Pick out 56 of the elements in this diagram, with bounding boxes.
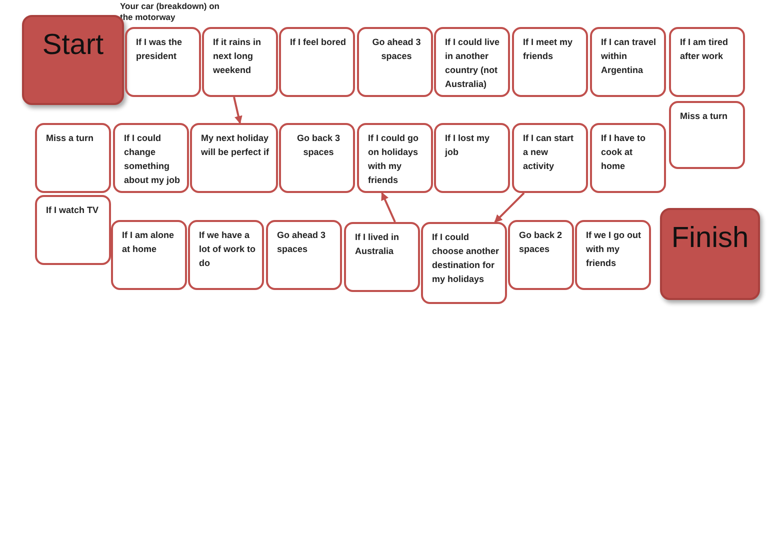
game-square: [357, 27, 433, 97]
square-label: If I could go on holidays with my friends: [368, 132, 420, 187]
square-label: If I have to cook at home: [601, 132, 647, 173]
square-label: If I am tired after work: [680, 36, 730, 63]
arrow: [381, 192, 396, 222]
game-square: [125, 27, 201, 97]
square-label: If I could change something about my job: [124, 132, 181, 187]
square-label: If I watch TV: [46, 204, 99, 217]
game-square: [344, 222, 420, 292]
square-label: Miss a turn: [46, 132, 94, 145]
square-label: If I feel bored: [290, 36, 346, 49]
game-square: [575, 220, 651, 290]
game-square: [188, 220, 264, 290]
game-square: [660, 208, 760, 300]
square-label: If I can travel within Argentina: [601, 36, 658, 77]
square-label: If I am alone at home: [122, 229, 176, 256]
square-label: Finish: [671, 221, 749, 256]
square-label: Go back 2 spaces: [519, 229, 564, 256]
game-square: [35, 195, 111, 265]
game-square: [279, 123, 355, 193]
game-square: [190, 123, 278, 193]
square-label: Miss a turn: [680, 110, 728, 123]
square-label: If I could choose another destination for my holidays: [432, 231, 499, 286]
arrow: [494, 192, 525, 223]
game-square: [421, 222, 507, 304]
game-square: [669, 27, 745, 97]
game-square: [512, 27, 588, 97]
game-square: [590, 123, 666, 193]
square-label: Go ahead 3 spaces: [371, 36, 422, 63]
game-square: [266, 220, 342, 290]
game-square: [512, 123, 588, 193]
square-label: If I can start a new activity: [523, 132, 575, 173]
game-square: [508, 220, 574, 290]
square-label: If we have a lot of work to do: [199, 229, 256, 270]
game-square: [434, 123, 510, 193]
game-square: [669, 101, 745, 169]
square-label: Start: [42, 28, 104, 63]
square-label: My next holiday will be perfect if: [201, 132, 270, 159]
square-label: If it rains in next long weekend: [213, 36, 262, 77]
game-square: [35, 123, 111, 193]
square-label: Go back 3 spaces: [296, 132, 342, 159]
game-square: [111, 220, 187, 290]
game-square: [590, 27, 666, 97]
square-label: If I lost my job: [445, 132, 491, 159]
square-label: If I was the president: [136, 36, 184, 63]
game-square: [434, 27, 510, 97]
game-square: [279, 27, 355, 97]
game-square: [357, 123, 433, 193]
square-label: If we I go out with my friends: [586, 229, 642, 270]
square-label: If I meet my friends: [523, 36, 574, 63]
square-label: If I could live in another country (not Australia): [445, 36, 501, 91]
square-label: If I lived in Australia: [355, 231, 400, 258]
game-square: [202, 27, 278, 97]
arrow: [233, 96, 242, 124]
square-label: Go ahead 3 spaces: [277, 229, 327, 256]
game-square: [113, 123, 189, 193]
